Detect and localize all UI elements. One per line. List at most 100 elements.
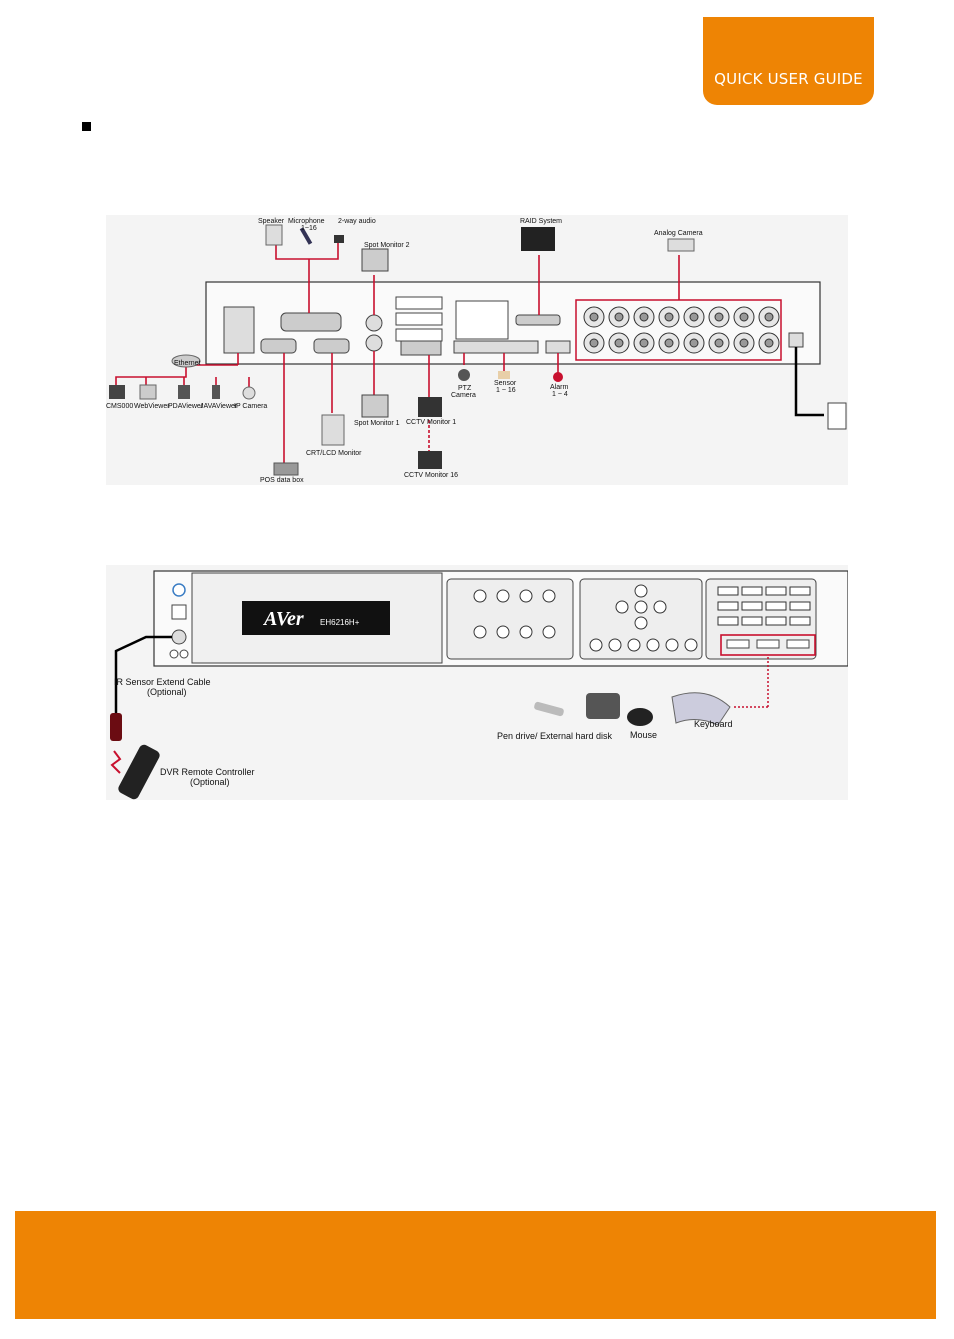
raid-system-label: RAID System [520,218,562,225]
alarm-terminal [545,340,571,354]
dvi-port [400,340,442,356]
numeric-key[interactable] [765,616,787,626]
keyboard-label: Keyboard [694,719,733,729]
esata-port [515,314,561,326]
spot-monitor-2-icon [361,248,389,272]
brand-logo: AVer [262,608,304,630]
cms-label: CMS000 [106,403,133,410]
disc-slot [171,604,187,620]
numeric-key[interactable] [717,601,739,611]
brand-display [242,601,390,635]
nav-button[interactable] [615,600,629,614]
numeric-key[interactable] [741,616,763,626]
microphone-range-label: 1~16 [301,225,317,232]
front-button[interactable] [473,625,487,639]
nav-button[interactable] [634,584,648,598]
pen-drive-icon [534,701,564,717]
keyboard-icon [671,692,731,726]
sensor-range-label: 1 ~ 16 [496,387,516,394]
cctv-monitor-1-icon [418,397,442,417]
cctv-monitor-16-icon [418,451,442,469]
numeric-key[interactable] [765,601,787,611]
speaker-icon [265,224,283,246]
numeric-key[interactable] [789,586,811,596]
bullet-square [82,122,91,131]
spot-monitor-2-label: Spot Monitor 2 [364,242,410,249]
mouse-icon [627,708,653,726]
numeric-key[interactable] [765,586,787,596]
crt-lcd-monitor-icon [321,414,345,446]
usb-port-1 [726,639,750,649]
ir-sensor-label-1: IR Sensor Extend Cable [114,677,211,687]
spot-monitor-1-label: Spot Monitor 1 [354,420,400,427]
numeric-key[interactable] [789,601,811,611]
numeric-key[interactable] [717,616,739,626]
front-button[interactable] [473,589,487,603]
mouse-label: Mouse [630,730,657,740]
ethernet-hub-icon [171,354,201,368]
numeric-key[interactable] [741,586,763,596]
ip-camera-label: IP Camera [234,403,267,410]
nav-button[interactable] [653,600,667,614]
spot-monitor-1-icon [361,394,389,418]
webviewer-icon [139,384,157,400]
front-button[interactable] [542,589,556,603]
ptz-label-1: PTZ [458,385,472,392]
bnc-inputs [583,306,780,354]
playback-button[interactable] [589,638,603,652]
front-button[interactable] [519,625,533,639]
front-button[interactable] [496,589,510,603]
model-name: EH6216H+ [320,618,360,627]
front-panel-diagram: AVer EH6216H+ IR Sensor Extend Cable (Op… [106,565,848,800]
numeric-key[interactable] [717,586,739,596]
ethernet-label: Ethernet [174,360,201,367]
vga-port [313,338,350,354]
ptz-label-2: Camera [451,392,476,399]
playback-button[interactable] [665,638,679,652]
usb-port-3 [786,639,810,649]
front-button[interactable] [542,625,556,639]
analog-camera-icon [667,238,695,252]
alarm-label: Alarm [550,384,568,391]
alarm-range-label: 1 ~ 4 [552,391,568,398]
pos-data-box-label: POS data box [260,477,304,484]
playback-button[interactable] [646,638,660,652]
nav-button[interactable] [634,616,648,630]
ir-sensor-port [171,629,187,645]
pen-drive-label: Pen drive/ External hard disk [497,731,613,741]
audio-port [280,312,342,332]
javaviewer-label: JAVAViewer [200,403,238,410]
front-button[interactable] [496,625,510,639]
sensor-icon [498,371,510,379]
wall-outlet [827,402,847,430]
numeric-key[interactable] [741,601,763,611]
front-button[interactable] [519,589,533,603]
nav-button[interactable] [634,600,648,614]
raid-system-icon [521,227,555,251]
remote-label-1: DVR Remote Controller [160,767,255,777]
ptz-camera-icon [458,369,470,381]
power-button [172,583,186,597]
footer-bar [15,1211,936,1319]
ir-sensor-label-2: (Optional) [147,687,187,697]
pdaviewer-label: PDAViewer [168,403,204,410]
rs232-port [260,338,297,354]
playback-button[interactable] [684,638,698,652]
numeric-key[interactable] [789,616,811,626]
rear-panel-diagram: Speaker Microphone 1~16 2-way audio Spot… [106,215,848,485]
hard-disk-icon [586,693,620,719]
playback-button[interactable] [627,638,641,652]
remote-controller-icon [118,744,160,800]
javaviewer-icon [212,385,220,399]
pdaviewer-icon [178,385,190,399]
sensor-label: Sensor [494,380,517,387]
sensor-terminal [453,340,539,354]
quick-user-guide-tab: QUICK USER GUIDE [703,17,874,105]
microphone-icon [299,227,313,245]
crt-lcd-monitor-label: CRT/LCD Monitor [306,450,362,457]
webviewer-label: WebViewer [134,403,170,410]
playback-button[interactable] [608,638,622,652]
function-buttons [446,578,574,660]
microphone-label: Microphone [288,218,325,225]
power-socket [788,332,804,348]
